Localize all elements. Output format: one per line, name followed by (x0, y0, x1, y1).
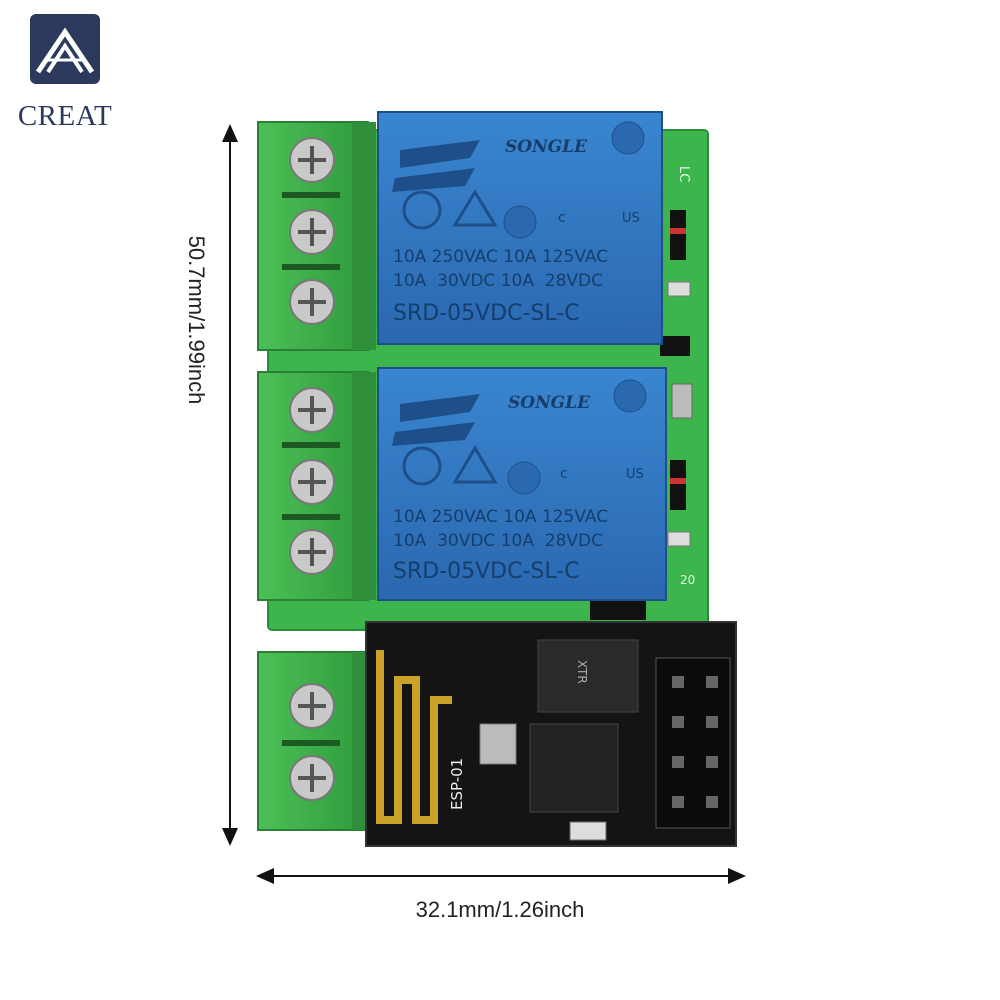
brand-logo: CREAT (14, 14, 116, 134)
relay-2-rating-line2: 10A 30VDC 10A 28VDC (393, 531, 603, 551)
relay-2 (377, 367, 667, 601)
pin-header (655, 657, 731, 829)
logo-text: CREAT (17, 100, 113, 132)
esp01-label: ESP-01 (448, 758, 466, 810)
terminal-screw (289, 279, 335, 325)
relay-2-model: SRD-05VDC-SL-C (393, 559, 580, 584)
width-dimension-label: 32.1mm/1.26inch (415, 897, 585, 922)
width-dimension-arrow (256, 868, 746, 884)
relay-1-rating-line2: 10A 30VDC 10A 28VDC (393, 271, 603, 291)
logo-mark-icon (30, 14, 100, 84)
silkscreen-lc: LC (676, 166, 691, 182)
terminal-screw (289, 459, 335, 505)
terminal-screw (289, 755, 335, 801)
terminal-block-3 (257, 651, 376, 831)
esp01-chip-label: XTR (575, 660, 589, 684)
terminal-block-1 (257, 121, 376, 351)
relay-1-model: SRD-05VDC-SL-C (393, 301, 580, 326)
relay-1-rating-line1: 10A 250VAC 10A 125VAC (393, 247, 608, 267)
relay-2-cert-us: US (626, 467, 644, 482)
terminal-screw (289, 683, 335, 729)
terminal-block-2 (257, 371, 376, 601)
height-dimension-arrow (222, 124, 238, 846)
relay-1 (377, 111, 663, 345)
relay-2-rating-line1: 10A 250VAC 10A 125VAC (393, 507, 608, 527)
silkscreen-20: 20 (680, 573, 695, 587)
relay-1-cert-us: US (622, 211, 640, 226)
terminal-screw (289, 529, 335, 575)
relay-2-brand: SONGLE (508, 393, 591, 413)
terminal-screw (289, 387, 335, 433)
smd-components (590, 210, 693, 620)
esp01-module (365, 621, 737, 847)
relay-2-cert-c: c (560, 466, 568, 482)
relay-1-cert-c: c (558, 210, 566, 226)
terminal-screw (289, 209, 335, 255)
pcb-antenna (376, 650, 452, 824)
height-dimension-label: 50.7mm/1.99inch (184, 235, 209, 405)
terminal-screw (289, 137, 335, 183)
relay-1-brand: SONGLE (505, 137, 588, 157)
